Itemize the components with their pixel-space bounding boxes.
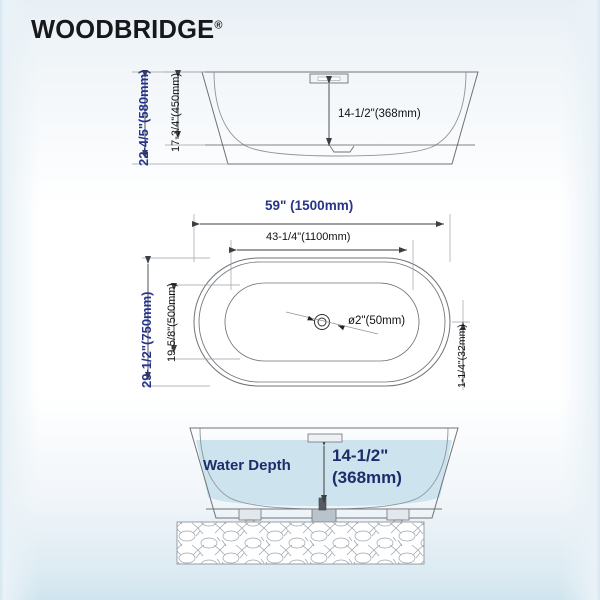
dim-inner-length bbox=[229, 240, 414, 290]
label-basin-height: 17-3/4"(450mm) bbox=[170, 72, 182, 152]
dim-inner-width bbox=[168, 283, 240, 360]
dim-overall-length bbox=[192, 214, 451, 262]
label-rim-width: 1-1/4"(32mm) bbox=[456, 324, 468, 388]
label-water-depth-inches: 14-1/2" bbox=[332, 446, 389, 465]
dim-basin-height bbox=[165, 70, 205, 146]
dim-rim-width bbox=[452, 300, 470, 390]
plan-drain-icon bbox=[285, 311, 379, 335]
label-inner-width: 19-5/8"(500mm) bbox=[166, 282, 178, 362]
label-elevation-water-depth: 14-1/2"(368mm) bbox=[338, 108, 421, 120]
section-overflow-fitting bbox=[307, 433, 343, 443]
label-overall-length: 59" (1500mm) bbox=[265, 198, 354, 213]
label-water-depth-mm: (368mm) bbox=[332, 468, 402, 487]
registered-trademark-icon: ® bbox=[214, 19, 223, 32]
section-gravel-floor bbox=[176, 521, 425, 565]
elevation-overflow-fitting bbox=[309, 73, 349, 84]
plan-tub-outlines bbox=[193, 257, 451, 387]
dim-overall-width bbox=[142, 256, 210, 387]
elevation-tub-outline bbox=[201, 71, 479, 165]
label-inner-length: 43-1/4"(1100mm) bbox=[266, 231, 351, 243]
brand-name: WOODBRIDGE bbox=[31, 16, 215, 44]
label-water-depth: Water Depth bbox=[203, 457, 291, 474]
label-drain-diameter: ø2"(50mm) bbox=[348, 315, 406, 327]
label-overall-width: 29-1/2"(750mm) bbox=[139, 291, 154, 389]
label-overall-height: 22-4/5"(580mm) bbox=[136, 69, 151, 167]
brand-logo: WOODBRIDGE® bbox=[31, 16, 223, 45]
